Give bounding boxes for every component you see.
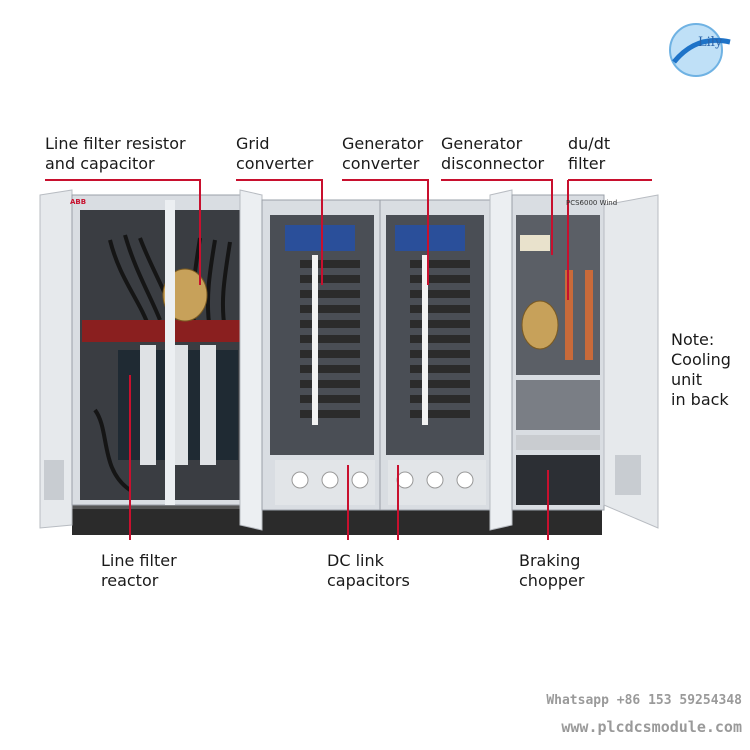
model-plate: PCS6000 Wind bbox=[566, 199, 618, 207]
svg-text:Lily: Lily bbox=[698, 35, 723, 50]
leader-lines bbox=[45, 179, 652, 540]
left-open-door bbox=[39, 189, 73, 529]
abb-brand-mark: ABB bbox=[70, 198, 87, 206]
lily-globe-logo: Lily bbox=[669, 23, 731, 77]
leader-dudt-filter bbox=[567, 179, 652, 300]
label-line-filter-reactor: Line filter reactor bbox=[101, 551, 177, 590]
right-open-door bbox=[603, 194, 659, 529]
label-line-filter-resistor-capacitor: Line filter resistor and capacitor bbox=[45, 134, 186, 173]
whatsapp-watermark: Whatsapp +86 153 59254348 bbox=[546, 693, 742, 708]
website-watermark: www.plcdcsmodule.com bbox=[561, 718, 742, 736]
disconnector-chopper-cabinet bbox=[511, 194, 605, 511]
label-dudt-filter: du/dt filter bbox=[568, 134, 611, 173]
leader-generator-disconnector bbox=[441, 179, 553, 255]
label-generator-converter: Generator converter bbox=[342, 134, 424, 173]
label-grid-converter: Grid converter bbox=[236, 134, 314, 173]
label-braking-chopper: Braking chopper bbox=[519, 551, 585, 590]
leader-grid-converter bbox=[236, 179, 323, 285]
leader-generator-converter bbox=[342, 179, 429, 285]
label-generator-disconnector: Generator disconnector bbox=[441, 134, 545, 173]
note-cooling-unit: Note: Cooling unit in back bbox=[671, 330, 731, 409]
line-filter-cabinet bbox=[71, 194, 263, 506]
leader-line-filter-resistor bbox=[45, 179, 201, 285]
generator-converter-cabinet bbox=[379, 199, 491, 511]
grid-converter-cabinet bbox=[261, 199, 381, 511]
label-dc-link-capacitors: DC link capacitors bbox=[327, 551, 410, 590]
